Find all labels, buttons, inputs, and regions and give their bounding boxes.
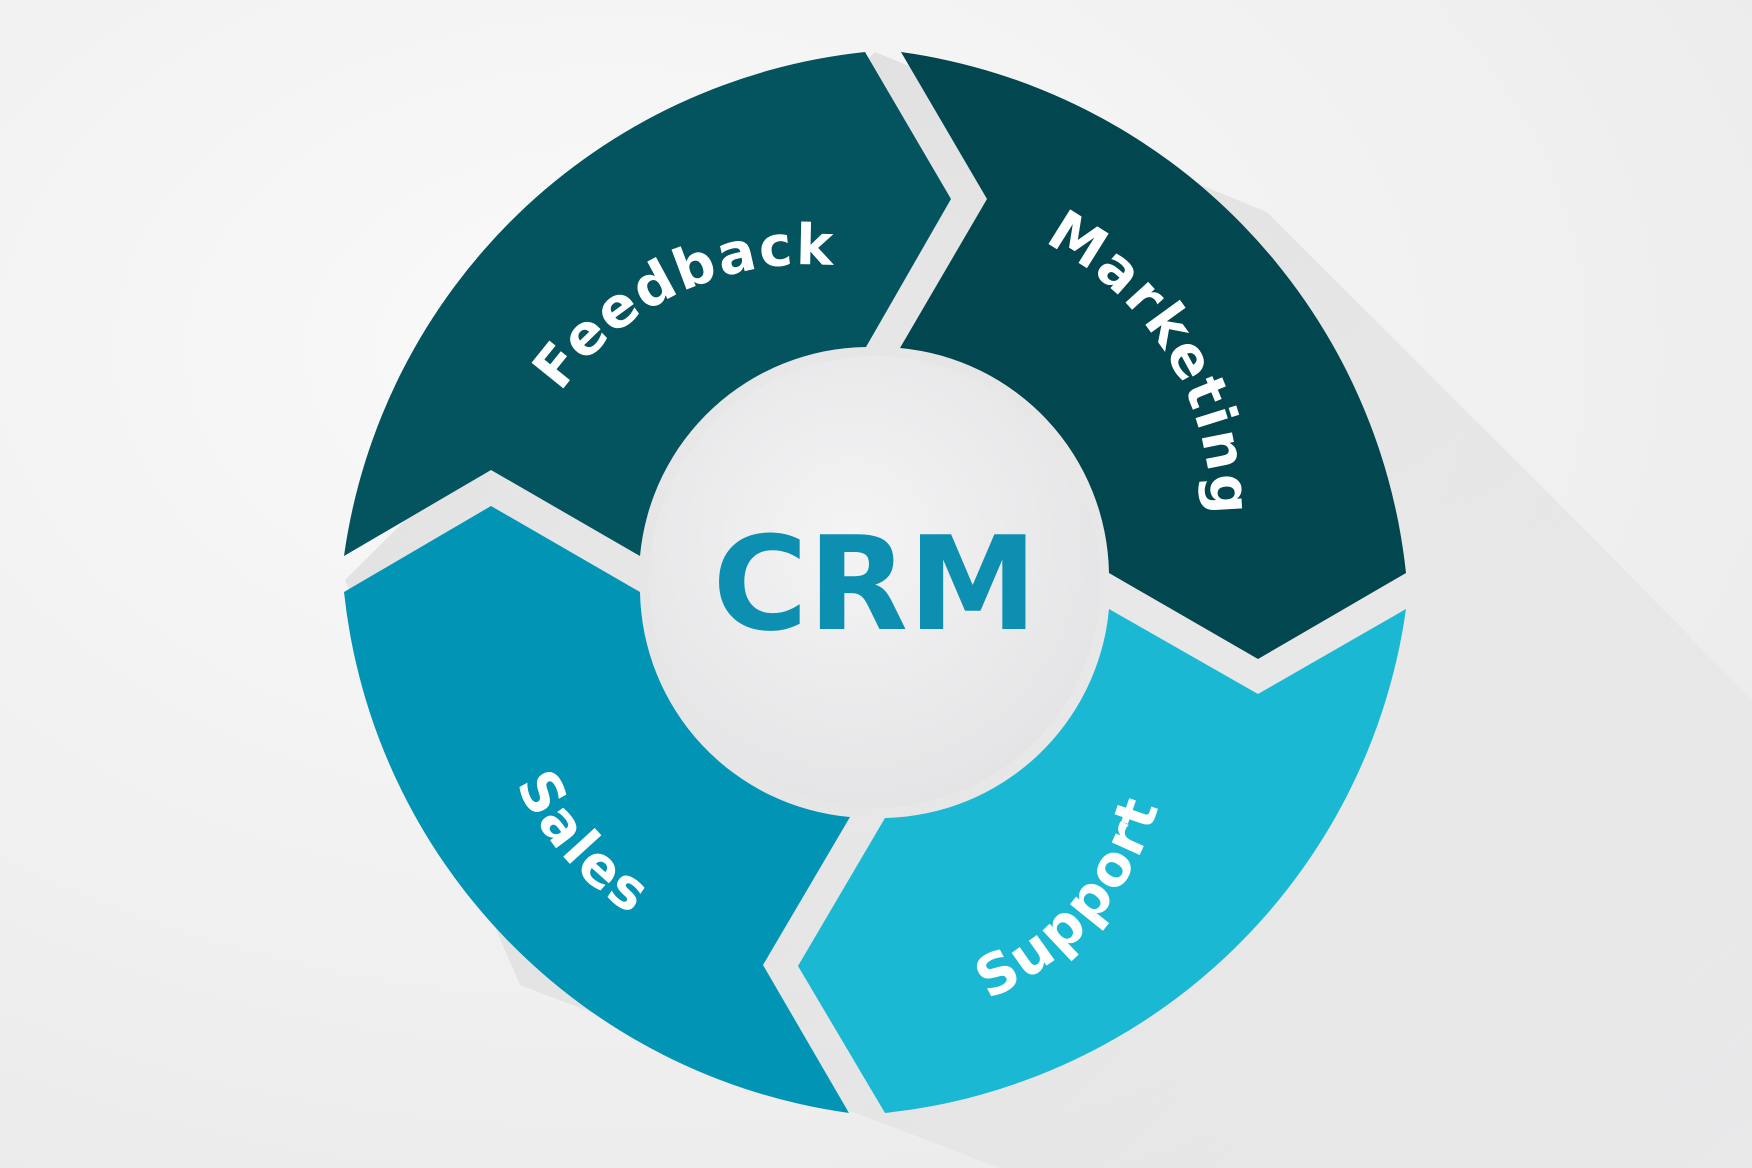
segment-support[interactable] <box>798 609 1406 1113</box>
center-label: CRM <box>713 508 1038 660</box>
segment-feedback[interactable] <box>344 52 951 556</box>
center-hub <box>649 356 1101 808</box>
segment-sales[interactable] <box>344 506 850 1113</box>
segment-marketing[interactable] <box>900 52 1406 659</box>
